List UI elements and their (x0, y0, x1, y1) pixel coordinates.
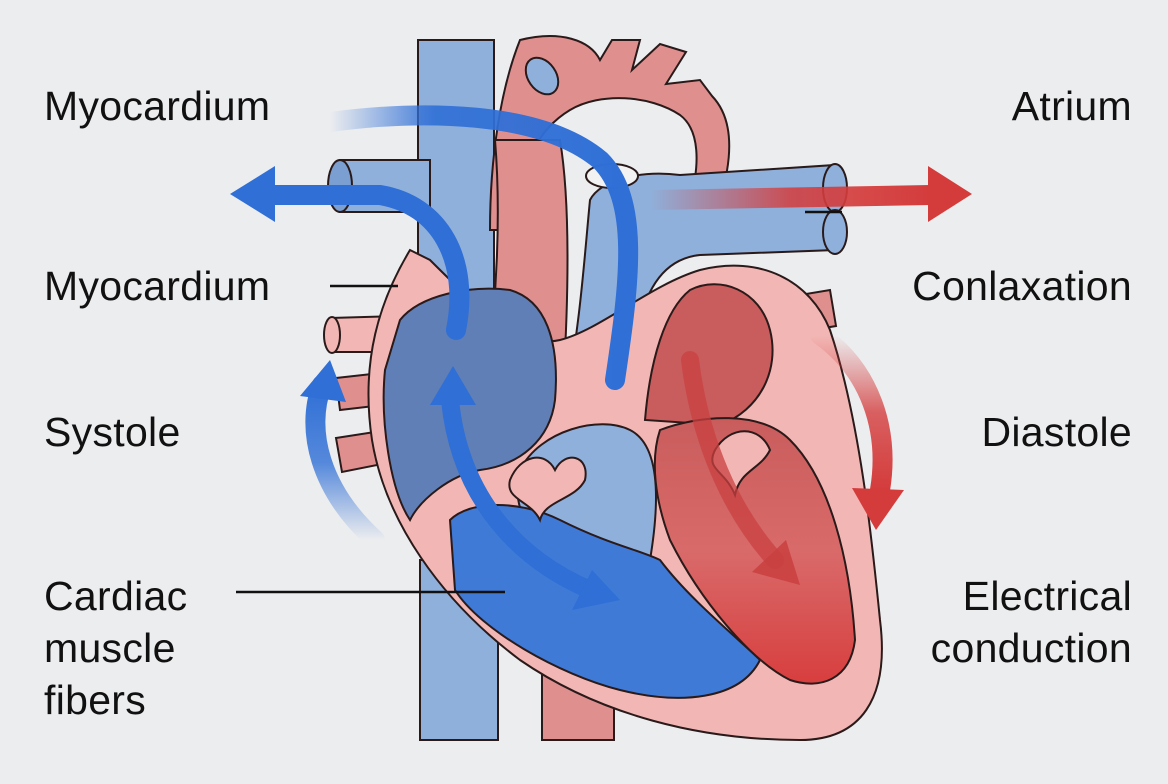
label-line: conduction (930, 625, 1132, 671)
left-atrium (643, 283, 774, 427)
label-text: Atrium (1011, 83, 1132, 129)
label-line: Electrical (962, 573, 1132, 619)
left-ventricle (653, 417, 857, 685)
red-right-arrow-icon (928, 166, 972, 222)
blue-curved-arrow-icon (300, 360, 346, 402)
label-line: Cardiac (44, 573, 188, 619)
label-electrical-conduction: Electrical conduction (931, 570, 1132, 674)
label-myocardium-mid: Myocardium (44, 260, 270, 312)
label-text: Myocardium (44, 83, 271, 129)
label-line: fibers (44, 677, 147, 723)
label-cardiac-muscle-fibers: Cardiac muscle fibers (44, 570, 187, 726)
label-line: muscle (44, 625, 176, 671)
label-myocardium-top: Myocardium (44, 80, 270, 132)
label-diastole: Diastole (981, 406, 1132, 458)
label-text: Conlaxation (912, 263, 1132, 309)
label-text: Myocardium (44, 263, 271, 309)
label-systole: Systole (44, 406, 181, 458)
blue-flow-arrows (230, 105, 639, 610)
label-conlaxation: Conlaxation (912, 260, 1132, 312)
label-text: Systole (44, 409, 181, 455)
red-flow-arrows (640, 166, 972, 585)
leader-lines (236, 210, 842, 594)
blue-left-arrow-icon (230, 166, 275, 222)
red-curved-arrow-icon (852, 488, 904, 530)
label-atrium: Atrium (1012, 80, 1132, 132)
label-text: Diastole (981, 409, 1132, 455)
